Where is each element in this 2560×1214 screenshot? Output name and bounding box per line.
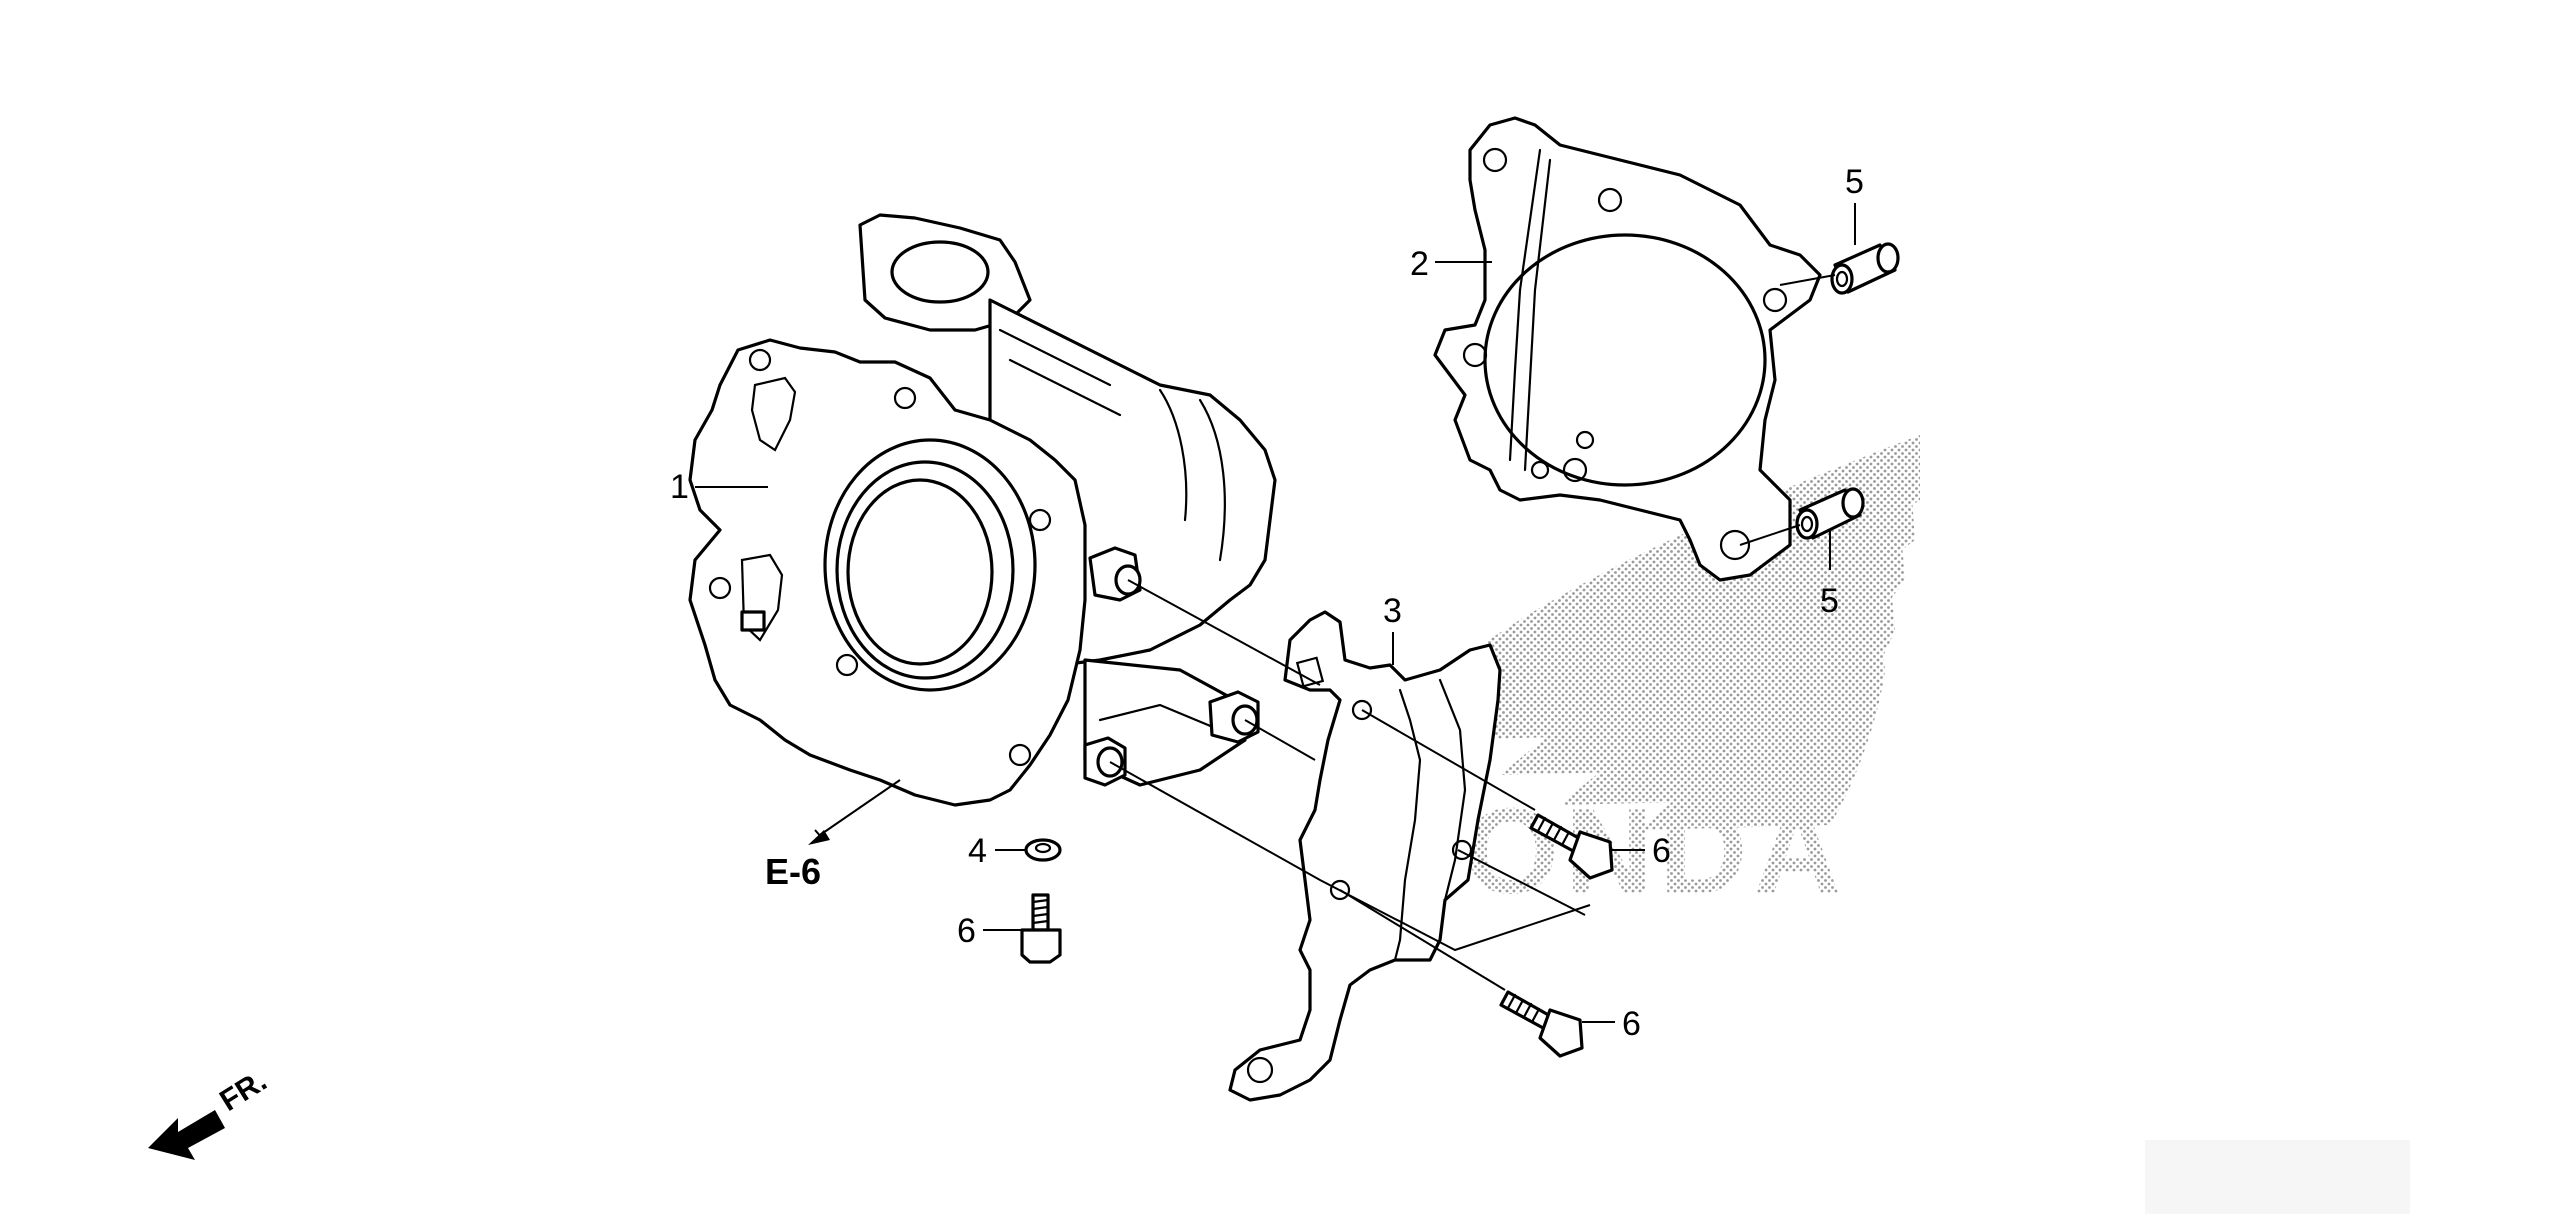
callout-5-lower: 5 <box>1820 582 1839 620</box>
callout-1: 1 <box>670 468 689 506</box>
callout-6-lower: 6 <box>1622 1005 1641 1043</box>
bolt-loose[interactable] <box>1020 893 1062 964</box>
cylinder-part[interactable] <box>688 213 1277 807</box>
front-direction-marker: FR. <box>148 1064 273 1160</box>
reference-label[interactable]: E-6 <box>765 851 821 892</box>
bracket-part[interactable] <box>1228 610 1502 1102</box>
callout-4: 4 <box>968 832 987 870</box>
callout-2: 2 <box>1410 245 1429 283</box>
callout-5-upper: 5 <box>1845 163 1864 201</box>
callout-3: 3 <box>1383 592 1402 630</box>
front-label: FR. <box>214 1064 272 1118</box>
assembly-lines <box>808 274 1836 991</box>
gasket-part[interactable] <box>1433 116 1822 582</box>
callout-6-upper: 6 <box>1652 832 1671 870</box>
dowel-pin-upper[interactable] <box>1830 242 1900 295</box>
honda-wing-watermark <box>1410 435 1920 830</box>
dowel-pin-lower[interactable] <box>1795 487 1865 540</box>
bolt-upper[interactable] <box>1529 813 1614 880</box>
blank-sticker <box>2145 1140 2410 1214</box>
callout-leaders <box>695 203 1856 1023</box>
bolt-lower[interactable] <box>1499 990 1584 1058</box>
washer-part[interactable] <box>1024 838 1062 862</box>
reference-arrowhead <box>808 830 830 845</box>
callout-6-loose: 6 <box>957 912 976 950</box>
front-arrow-icon <box>148 1110 225 1160</box>
